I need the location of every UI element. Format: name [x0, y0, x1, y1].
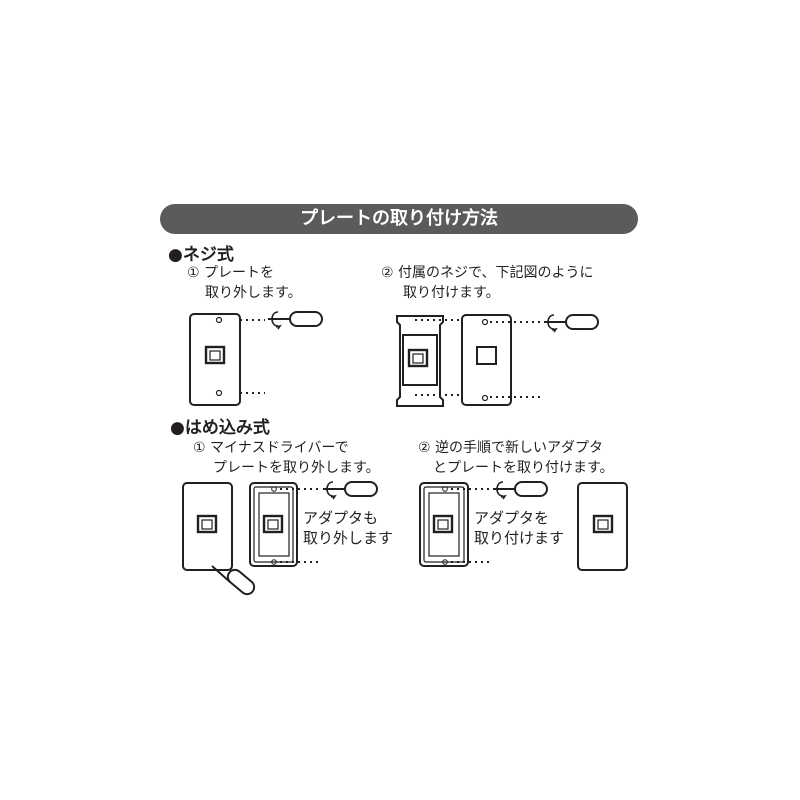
- screwdriver-icon: [543, 314, 599, 333]
- snap-step1-line1: ① マイナスドライバーで: [193, 440, 349, 456]
- screwdriver-icon: [492, 481, 548, 500]
- plate-with-switch: [577, 482, 628, 571]
- screwdriver-icon: [267, 311, 323, 330]
- screw-step2-line2: 取り付けます。: [403, 285, 500, 301]
- screw-step1-line2: 取り外します。: [205, 285, 302, 301]
- screw-guide-lines: [451, 488, 492, 563]
- snap-step2-note1: アダプタを: [474, 509, 550, 527]
- snap-type-heading: ●はめ込み式: [170, 418, 270, 438]
- screw-guide-lines: [240, 319, 265, 394]
- screw-type-heading: ●ネジ式: [168, 245, 234, 265]
- snap-step1-note1: アダプタも: [303, 509, 379, 527]
- snap-step1-line2: プレートを取り外します。: [213, 460, 380, 476]
- title-banner: プレートの取り付け方法: [160, 204, 638, 234]
- snap-step2-line1: ② 逆の手順で新しいアダプタ: [418, 440, 604, 456]
- adapter-frame: [419, 482, 469, 567]
- screw-guide-lines: [280, 488, 322, 563]
- snap-step1-note2: 取り外します: [303, 529, 394, 547]
- snap-step2-line2: とプレートを取り付けます。: [433, 460, 614, 476]
- plate-with-switch: [189, 313, 241, 406]
- plate-with-switch: [182, 482, 233, 571]
- flathead-screwdriver-icon: [211, 565, 256, 596]
- screw-guide-lines: [415, 319, 540, 398]
- snap-step2-note2: 取り付けます: [474, 529, 565, 547]
- screwdriver-icon: [322, 481, 378, 500]
- cover-plate: [461, 314, 512, 406]
- screw-step1-line1: ① プレートを: [187, 265, 275, 281]
- screw-step2-line1: ② 付属のネジで、下記図のように: [381, 265, 594, 281]
- adapter-frame: [249, 482, 298, 567]
- mounting-frame: [396, 315, 444, 407]
